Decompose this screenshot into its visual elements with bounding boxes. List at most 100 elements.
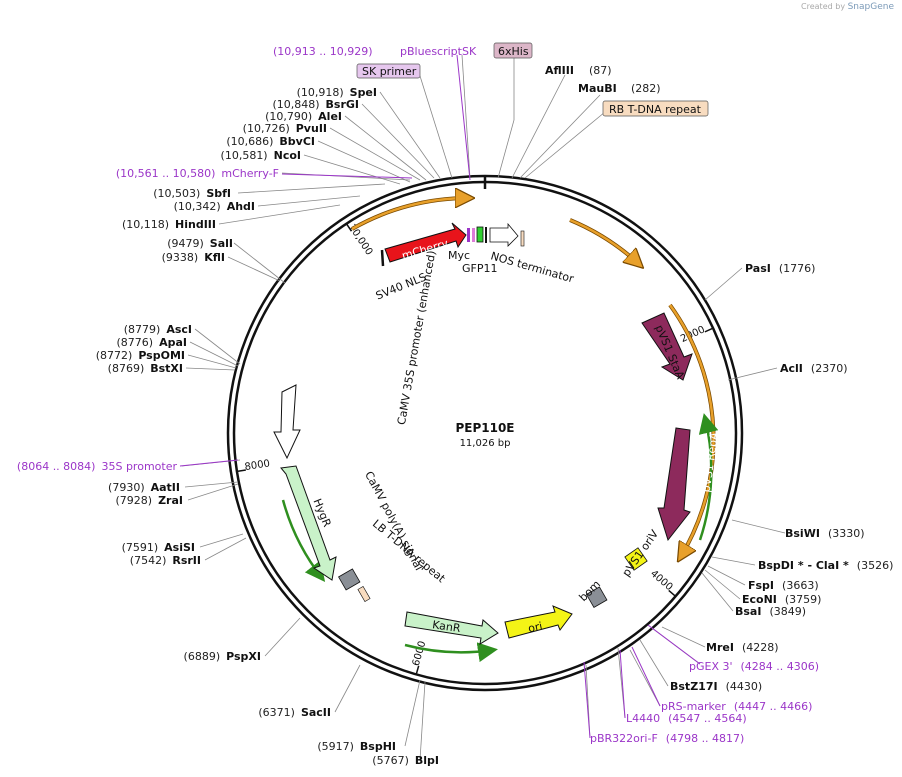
left-site-pos: (8772) [96, 349, 133, 362]
nos-label: NOS terminator [489, 249, 576, 285]
feature-small-elements: Myc GFP11 NOS terminator [448, 222, 576, 286]
right-site-name: BsiWI [785, 527, 820, 540]
nos-terminator-arrow [489, 222, 519, 247]
left-site-name: PspOMI [138, 349, 185, 362]
left-site-name: SpeI [350, 86, 377, 99]
sk-primer-label: SK primer [362, 65, 417, 78]
pbluescriptsk-pos: (10,913 .. 10,929) [273, 45, 373, 58]
feature-ori: ori [504, 605, 573, 639]
left-site-pos: (6371) [258, 706, 295, 719]
left-site-pos: (10,790) [265, 110, 312, 123]
left-site-name: RsrII [172, 554, 201, 567]
repa-label: pVS1 RepA [700, 431, 721, 493]
left-site-name: AsiSI [164, 541, 195, 554]
left-site-pos: (9479) [167, 237, 204, 250]
arc-upper-right [569, 218, 640, 265]
left-site-pos: (10,686) [226, 135, 273, 148]
right-site-name: BspDI * - ClaI * [758, 559, 849, 572]
right-site-pos: (4547 .. 4564) [668, 712, 747, 725]
top-site-labels: (10,913 .. 10,929) pBluescriptSK AflIII … [273, 45, 661, 95]
myc-label: Myc [448, 249, 470, 262]
left-site-name: SacII [301, 706, 331, 719]
green-arc-right [698, 413, 719, 541]
plasmid-name: PEP110E [455, 421, 514, 435]
right-site-pos: (2370) [811, 362, 848, 375]
right-site-name: MreI [706, 641, 734, 654]
left-site-pos: (10,342) [174, 200, 221, 213]
arc-top [351, 198, 470, 231]
left-site-name: SbfI [206, 187, 231, 200]
left-site-name: AscI [166, 323, 192, 336]
right-site-pos: (4447 .. 4466) [734, 700, 813, 713]
right-site-name: PasI [745, 262, 771, 275]
left-site-pos: (10,503) [153, 187, 200, 200]
sk-primer-box [356, 63, 421, 79]
right-site-name: L4440 [626, 712, 660, 725]
aflIII-name: AflIII [545, 64, 574, 77]
rb-tdna-box [602, 100, 709, 117]
right-site-name: BstZ17I [670, 680, 718, 693]
right-site-pos: (4284 .. 4306) [741, 660, 820, 673]
tick-label: 4000 [648, 568, 674, 593]
feature-repa: pVS1 RepA [657, 427, 721, 542]
left-site-pos: (10,726) [243, 122, 290, 135]
left-site-pos: (9338) [162, 251, 199, 264]
left-site-pos: (7591) [122, 541, 159, 554]
left-site-name: 35S promoter [101, 460, 177, 473]
left-site-pos: (8769) [108, 362, 145, 375]
left-site-name: BstXI [150, 362, 183, 375]
left-site-name: BspHI [360, 740, 396, 753]
maubi-pos: (282) [631, 82, 661, 95]
right-site-pos: (3526) [857, 559, 894, 572]
kanr-label: KanR [431, 618, 461, 635]
tick-label: 10,000 [346, 222, 374, 257]
gfp11-mark [476, 226, 484, 243]
backbone [226, 174, 744, 692]
right-site-name: EcoNI [742, 593, 777, 606]
myc-mark-2 [472, 228, 475, 242]
right-site-name: pBR322ori-F [590, 732, 658, 745]
left-site-name: NcoI [274, 149, 301, 162]
arc-features [281, 198, 719, 663]
left-site-pos: (8776) [117, 336, 154, 349]
right-site-pos: (3663) [782, 579, 819, 592]
gfp11-mark-2 [485, 227, 487, 243]
feature-stata: pVS1 StaA [641, 312, 693, 381]
right-site-name: BsaI [735, 605, 761, 618]
left-site-name: PvuII [296, 122, 327, 135]
lb-label: LB T-DNA repeat [370, 517, 448, 586]
snapgene-logo: SnapGene [847, 2, 894, 12]
left-site-name: AatII [151, 481, 180, 494]
right-site-pos: (3330) [828, 527, 865, 540]
feature-box-labels: SK primer 6xHis RB T-DNA repeat [356, 42, 709, 117]
left-site-name: HindIII [175, 218, 216, 231]
tick-mark [415, 665, 420, 674]
left-site-pos: (7542) [130, 554, 167, 567]
left-site-name: BlpI [415, 754, 439, 767]
ori-label: ori [527, 620, 544, 636]
gfp11-label: GFP11 [462, 262, 497, 275]
left-site-name: SalI [210, 237, 233, 250]
left-site-name: AleI [318, 110, 342, 123]
plasmid-size: 11,026 bp [460, 438, 511, 449]
left-site-pos: (5767) [372, 754, 409, 767]
snapgene-credit: Created by SnapGene [801, 2, 894, 12]
left-site-pos: (10,561 .. 10,580) [116, 167, 216, 180]
right-site-pos: (4798 .. 4817) [666, 732, 745, 745]
left-site-labels: SpeI(10,918)BsrGI(10,848)AleI(10,790)Pvu… [17, 86, 439, 767]
feature-bom: bom [577, 578, 608, 608]
right-site-labels: PasI(1776)AclI(2370)BsiWI(3330)BspDI * -… [590, 262, 893, 745]
maubi-name: MauBI [578, 82, 617, 95]
credit-prefix: Created by [801, 2, 846, 11]
right-site-name: pRS-marker [661, 700, 726, 713]
left-site-name: PspXI [226, 650, 261, 663]
primer-leaders [179, 54, 701, 739]
left-site-pos: (6889) [184, 650, 221, 663]
right-site-name: AclI [780, 362, 803, 375]
6xhis-box [493, 42, 533, 59]
left-site-pos: (5917) [317, 740, 354, 753]
left-site-name: AhdI [227, 200, 255, 213]
sv40-mark [380, 249, 385, 267]
left-site-name: BsrGI [326, 98, 359, 111]
